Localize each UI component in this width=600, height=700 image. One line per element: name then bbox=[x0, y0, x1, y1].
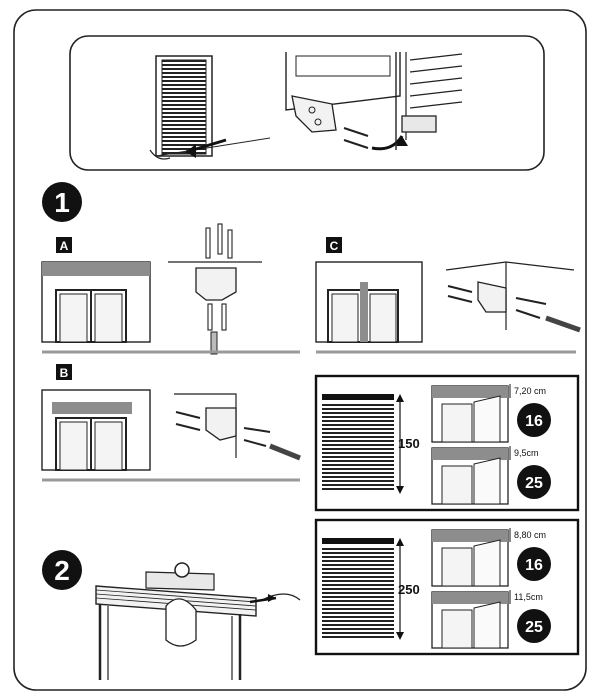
step-2-badge: 2 bbox=[42, 550, 82, 590]
label-c: C bbox=[330, 239, 339, 253]
section-c: C bbox=[315, 237, 581, 354]
screwdriver-icon bbox=[210, 331, 218, 355]
size-chart-150: 150 7,20 cm 16 9,5cm 25 bbox=[314, 374, 580, 512]
mounting-bracket bbox=[291, 95, 337, 133]
screwdriver-icon bbox=[269, 443, 301, 461]
step-1-number: 1 bbox=[54, 187, 70, 218]
size-chart-250: 250 8,80 cm 16 11,5cm 25 bbox=[314, 518, 580, 656]
label-b: B bbox=[60, 366, 69, 380]
screwdriver-icon bbox=[545, 315, 581, 333]
height-150: 150 bbox=[398, 436, 420, 451]
slat-badge-25: 25 bbox=[525, 619, 543, 636]
wall-bracket-c bbox=[445, 261, 581, 333]
height-250: 250 bbox=[398, 582, 420, 597]
variant-150-25: 9,5cm 25 bbox=[431, 446, 551, 505]
slat-badge-25: 25 bbox=[525, 475, 543, 492]
offset-150-25: 9,5cm bbox=[514, 448, 539, 458]
hand-icon bbox=[261, 593, 301, 601]
offset-150-16: 7,20 cm bbox=[514, 386, 546, 396]
overview-panel bbox=[69, 35, 545, 171]
variant-250-16: 8,80 cm 16 bbox=[431, 528, 551, 587]
bracket-detail bbox=[285, 52, 408, 151]
install-blind-illustration bbox=[95, 562, 301, 680]
label-a: A bbox=[60, 239, 69, 253]
variant-250-25: 11,5cm 25 bbox=[431, 590, 551, 649]
section-b: B bbox=[41, 364, 301, 482]
wall-bracket-b bbox=[174, 393, 301, 461]
rotation-arrow-icon bbox=[149, 149, 171, 160]
hand-icon bbox=[165, 598, 197, 647]
screw-icon bbox=[343, 139, 369, 149]
step-1-badge: 1 bbox=[42, 182, 82, 222]
blind-slats-150 bbox=[322, 402, 394, 492]
offset-250-16: 8,80 cm bbox=[514, 530, 546, 540]
slat-badge-16: 16 bbox=[525, 557, 543, 574]
headrail-detail bbox=[395, 52, 463, 150]
slat-badge-16: 16 bbox=[525, 413, 543, 430]
ceiling-bracket-a bbox=[168, 223, 262, 355]
door-illustration bbox=[149, 55, 271, 160]
arrow-right-icon bbox=[371, 135, 404, 151]
screw-icon bbox=[343, 127, 369, 137]
blind-slats-250 bbox=[322, 546, 394, 638]
offset-250-25: 11,5cm bbox=[514, 592, 543, 602]
step-2-number: 2 bbox=[54, 555, 70, 586]
section-a: A bbox=[41, 223, 300, 355]
variant-150-16: 7,20 cm 16 bbox=[431, 384, 551, 443]
